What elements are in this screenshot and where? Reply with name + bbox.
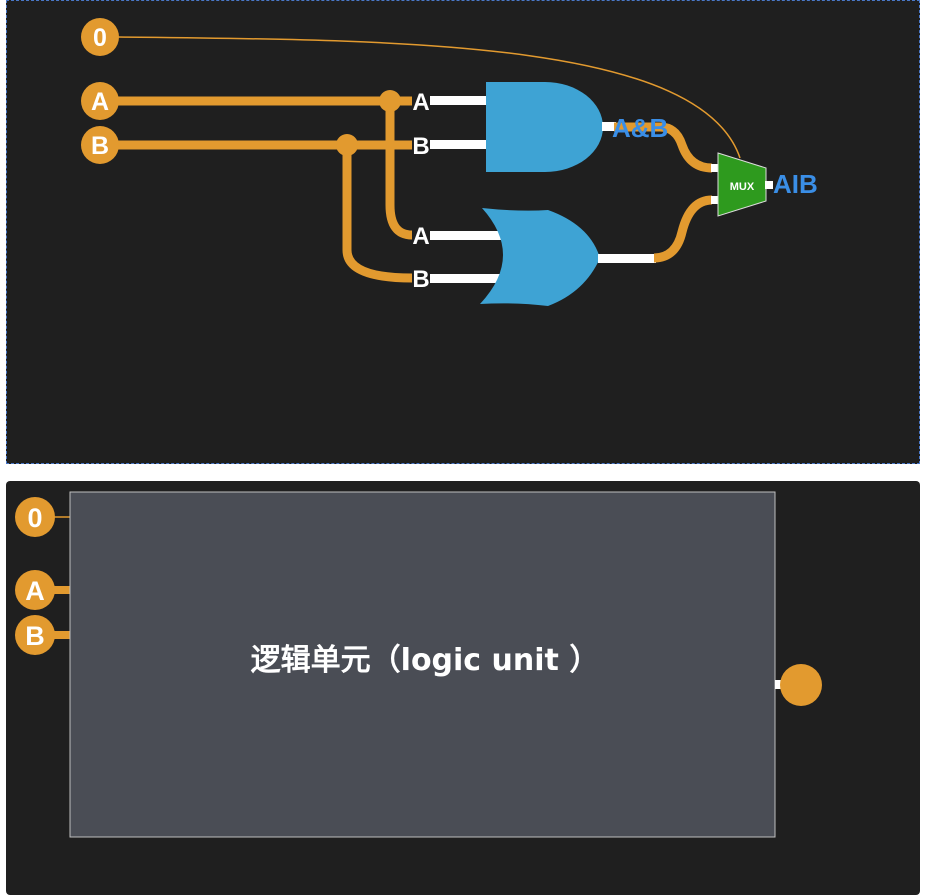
select-wire [117, 36, 741, 159]
junction-a [379, 90, 401, 112]
wire-or-to-mux [653, 195, 713, 263]
input-pin-b-label: B [91, 132, 109, 160]
wire-b-branch [342, 145, 413, 283]
input-pin-b[interactable] [81, 126, 119, 164]
logic-unit-title: 逻辑单元（logic unit ） [251, 643, 600, 678]
input-pin-a[interactable] [81, 82, 119, 120]
unit-input-pin-b-label: B [25, 621, 45, 651]
and-out-stub [602, 122, 616, 131]
input-pin-zero[interactable] [81, 18, 119, 56]
wire-and-to-mux [614, 122, 713, 173]
unit-input-pin-zero-label: 0 [27, 503, 42, 533]
unit-input-pin-b[interactable] [15, 615, 55, 655]
mux-in-2-stub [711, 196, 721, 204]
mux-output-label: AIB [773, 169, 818, 199]
and-in-a-label: A [412, 89, 429, 116]
unit-input-pin-a[interactable] [15, 570, 55, 610]
input-pin-a-label: A [91, 88, 109, 116]
unit-output-pin[interactable] [780, 664, 822, 706]
or-out-stub [598, 254, 656, 263]
and-in-a-stub [430, 96, 490, 105]
or-gate [480, 208, 600, 306]
mux-block [717, 152, 767, 217]
wire-a-branch [385, 101, 413, 240]
unit-a-stub [52, 586, 70, 594]
mux-out-stub [765, 181, 773, 189]
junction-b [336, 134, 358, 156]
or-in-b-label: B [412, 266, 429, 293]
unit-input-pin-zero[interactable] [15, 497, 55, 537]
or-in-a-stub [430, 231, 502, 240]
and-output-label: A&B [612, 113, 668, 143]
and-in-b-stub [430, 140, 490, 149]
input-pin-zero-label: 0 [93, 24, 107, 52]
unit-input-pin-a-label: A [25, 576, 45, 606]
mux-label: MUX [730, 181, 755, 193]
mux-in-1-stub [711, 164, 721, 172]
and-in-b-label: B [412, 133, 429, 160]
or-in-a-label: A [412, 223, 429, 250]
or-in-b-stub [430, 274, 502, 283]
logic-unit-box[interactable] [69, 491, 776, 838]
unit-b-stub [52, 631, 70, 639]
and-gate [486, 82, 603, 172]
